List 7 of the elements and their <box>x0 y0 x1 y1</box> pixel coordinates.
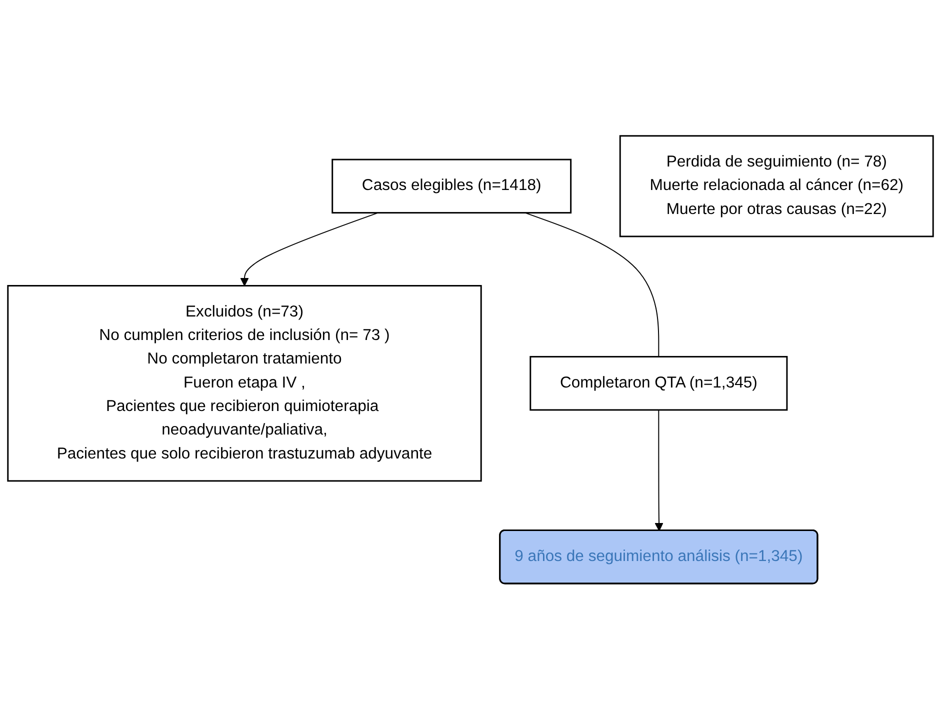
arrow <box>240 212 378 286</box>
node-box: Excluidos (n=73) No cumplen criterios de inclusión (n= 73 ) No completaron tratamiento Fueron etapa IV , Pacientes que recibieron quimioterapia neoadyuvante/paliativa, Pacientes que solo recibieron trastuzumab adyuvante <box>7 284 482 482</box>
arrow <box>654 409 664 531</box>
node-box: Casos elegibles (n=1418) <box>332 158 572 214</box>
node-box: Perdida de seguimiento (n= 78) Muerte relacionada al cáncer (n=62) Muerte por otras causas (n=22) <box>619 134 934 238</box>
connector <box>524 212 660 358</box>
node-box: Completaron QTA (n=1,345) <box>530 356 788 411</box>
